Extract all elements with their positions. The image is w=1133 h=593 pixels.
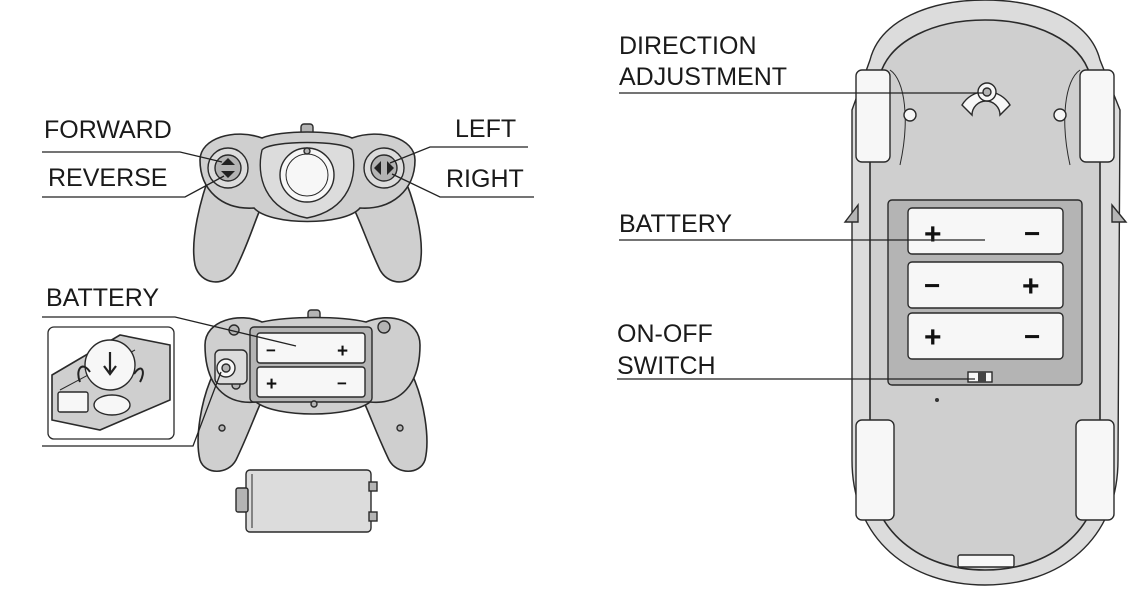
car-battery1-plus: + [924,218,942,251]
label-direction-line2: ADJUSTMENT [619,63,787,91]
car-underside-icon [843,0,1128,586]
leader-reverse [42,175,225,198]
car-battery1-minus: − [1024,218,1040,249]
label-reverse: REVERSE [48,164,167,192]
screw-detail-inset-icon [47,326,175,440]
leader-forward [42,151,223,163]
remote-battery2-plus: + [266,374,277,395]
label-onoff-line2: SWITCH [617,352,716,380]
car-battery3-minus: − [1024,321,1040,352]
car-battery2-minus: − [924,270,940,301]
label-right: RIGHT [446,165,524,193]
car-battery2-plus: + [1022,270,1040,303]
battery-pack-icon [235,469,378,533]
leader-battery-remote [42,316,297,347]
label-onoff-line1: ON-OFF [617,320,713,348]
remote-battery1-minus: − [266,341,276,360]
label-left: LEFT [455,115,516,143]
car-battery3-plus: + [924,321,942,354]
label-direction-line1: DIRECTION [619,32,757,60]
remote-battery1-plus: + [337,341,348,362]
label-battery-remote: BATTERY [46,284,159,312]
remote-battery2-minus: − [337,374,347,393]
leader-left [389,146,528,164]
rc-remote-back-icon [197,309,428,473]
rc-remote-front-icon [192,123,423,283]
label-battery-car: BATTERY [619,210,732,238]
label-forward: FORWARD [44,116,172,144]
leader-inset [42,371,222,447]
leader-right [391,173,534,198]
